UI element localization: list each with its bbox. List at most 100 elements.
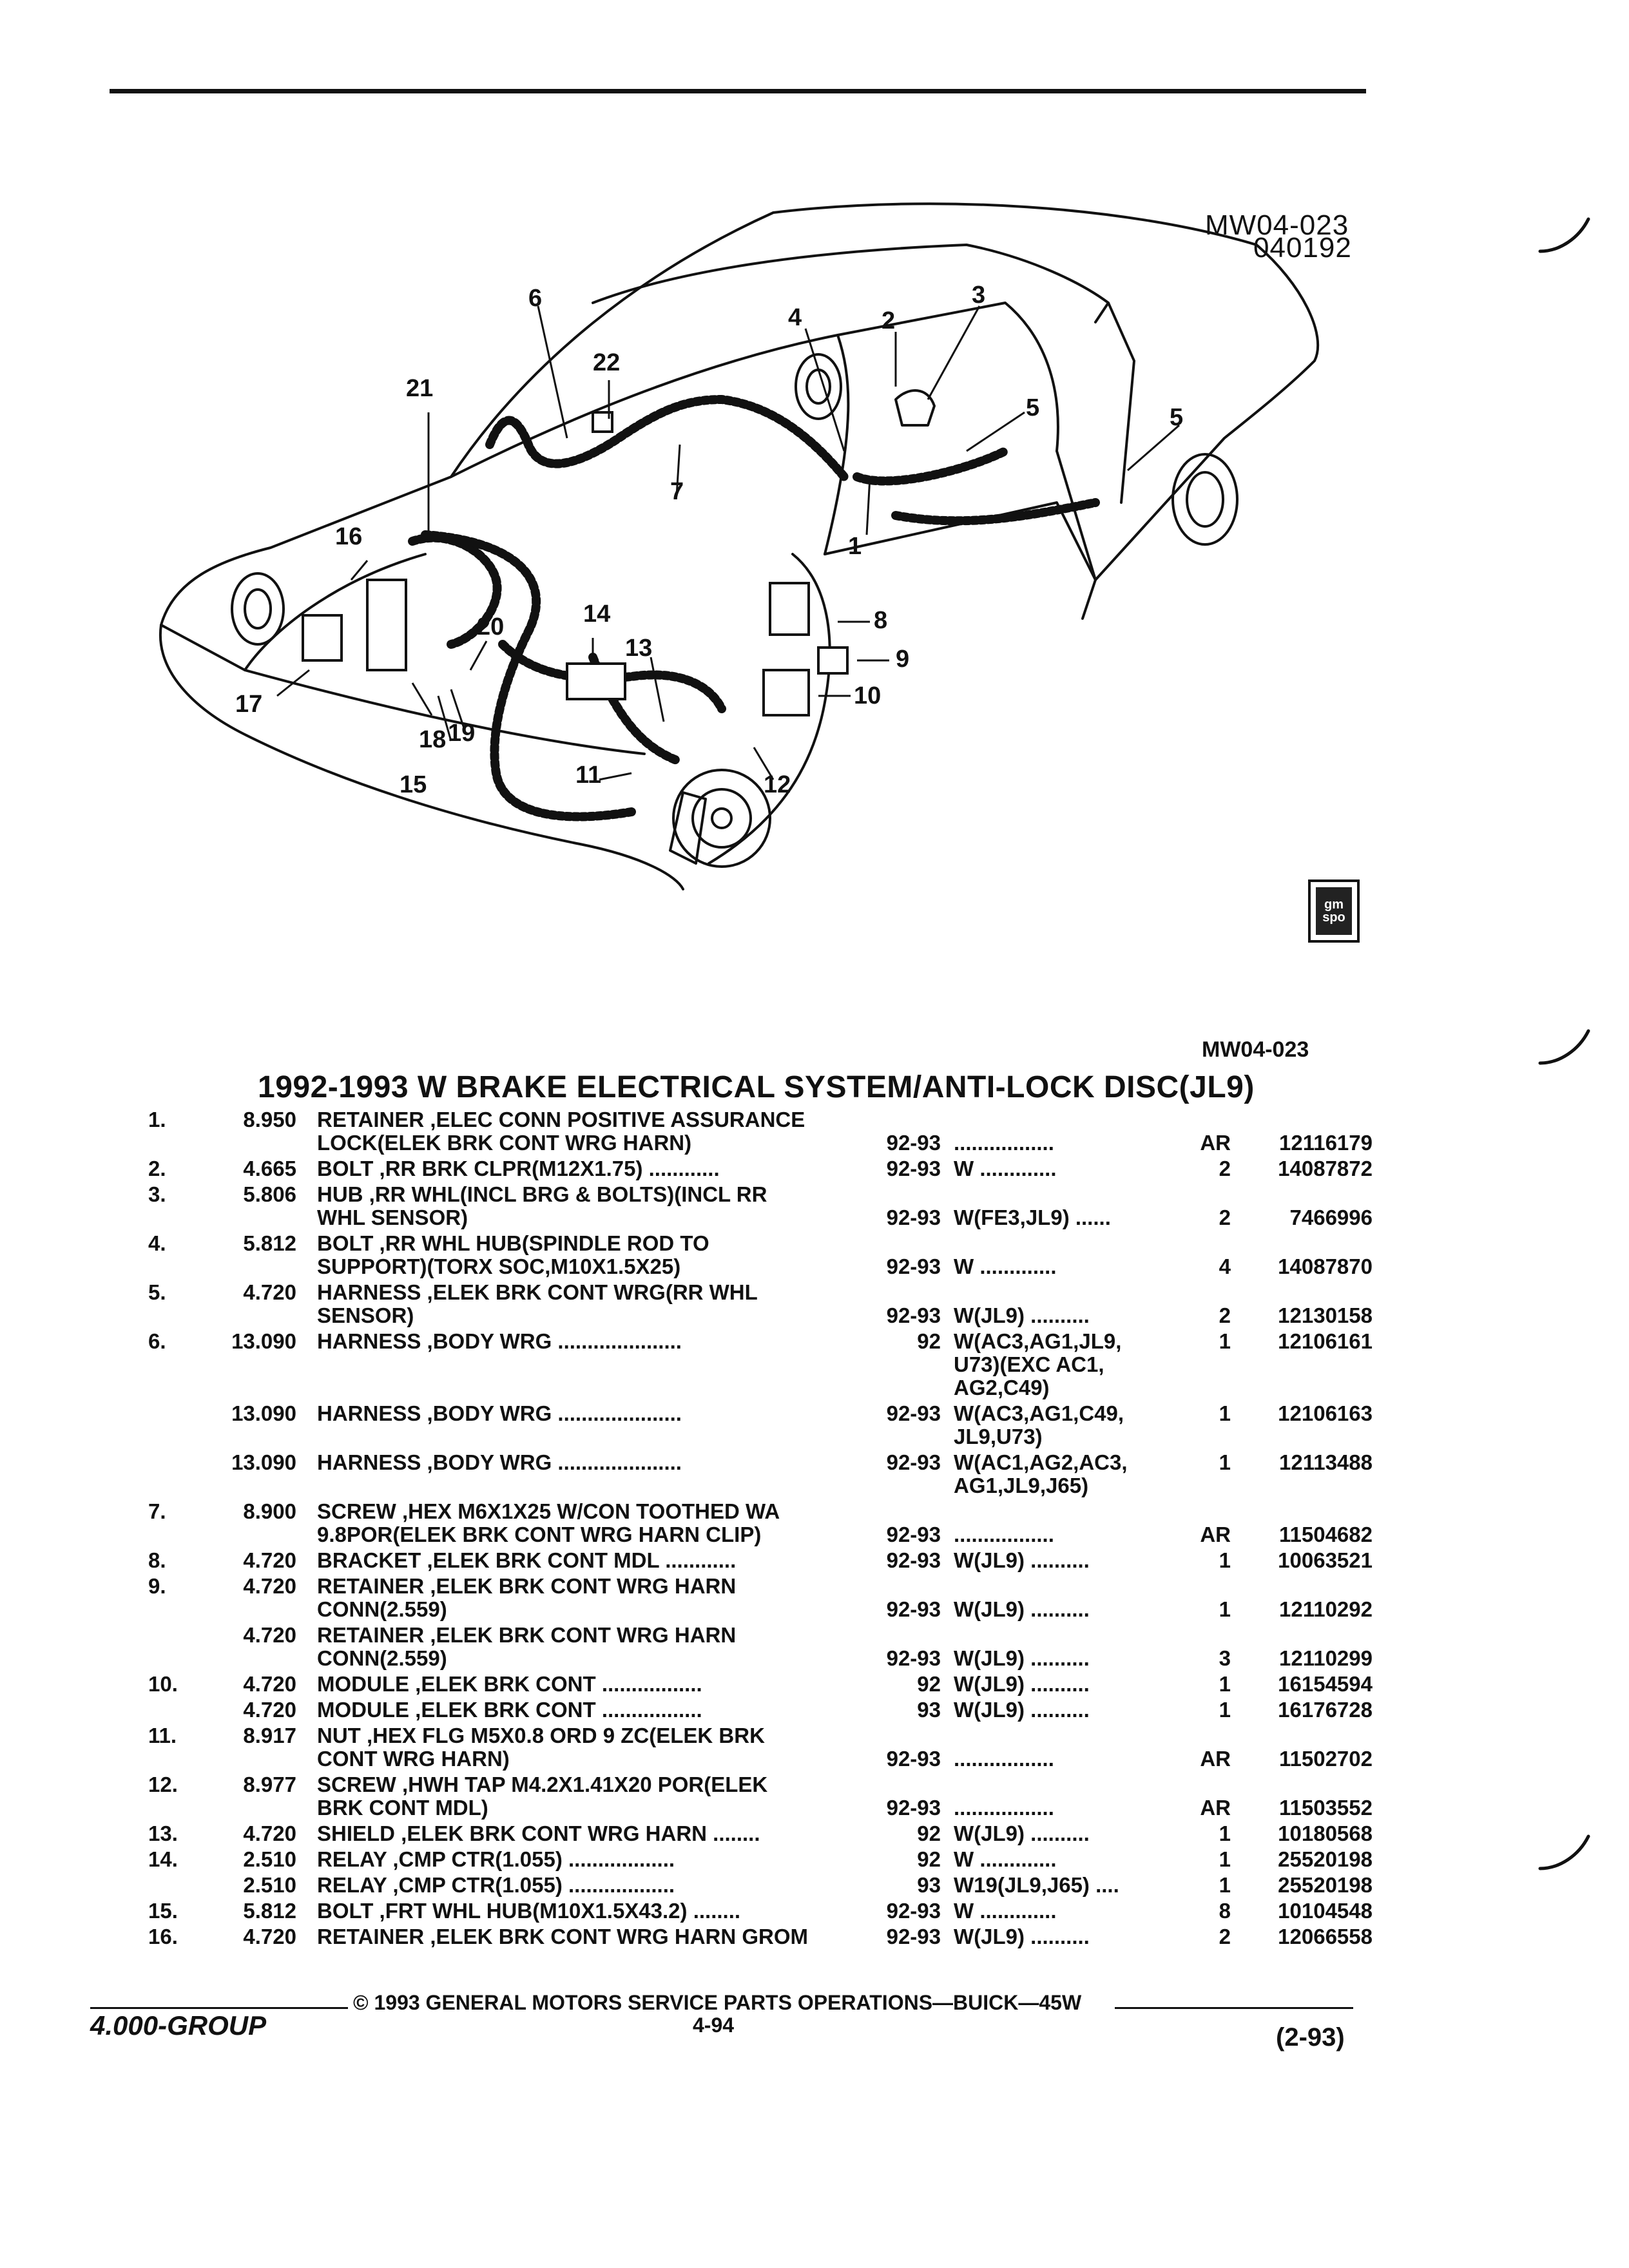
scan-margin-marks bbox=[1538, 217, 1590, 1870]
description-line: SENSOR) bbox=[317, 1303, 414, 1327]
item-number: 13. bbox=[148, 1821, 178, 1845]
callout-10: 10 bbox=[854, 682, 881, 709]
quantity: 8 bbox=[1219, 1899, 1231, 1923]
callout-2: 2 bbox=[882, 307, 895, 334]
group-number: 5.806 bbox=[243, 1182, 296, 1206]
description-line: RETAINER ,ELEK BRK CONT WRG HARN GROM bbox=[317, 1925, 809, 1948]
description-line: CONN(2.559) bbox=[317, 1646, 447, 1670]
part-number: 14087870 bbox=[1278, 1254, 1373, 1278]
description-line: RELAY ,CMP CTR(1.055) .................. bbox=[317, 1847, 675, 1871]
quantity: 1 bbox=[1219, 1821, 1231, 1845]
callout-17: 17 bbox=[235, 691, 262, 718]
part-number: 12106163 bbox=[1278, 1401, 1373, 1425]
part-number: 16176728 bbox=[1278, 1698, 1373, 1722]
description: MODULE ,ELEK BRK CONT ................. bbox=[317, 1673, 987, 1696]
year-range: 92-93 bbox=[886, 1401, 941, 1425]
quantity: 2 bbox=[1219, 1206, 1231, 1229]
quantity: 2 bbox=[1219, 1303, 1231, 1327]
series-usage: ................. bbox=[954, 1523, 1054, 1546]
callout-8: 8 bbox=[874, 607, 887, 634]
group-number: 2.510 bbox=[243, 1873, 296, 1897]
description: BRACKET ,ELEK BRK CONT MDL ............ bbox=[317, 1549, 987, 1572]
group-number: 13.090 bbox=[231, 1329, 296, 1353]
callout-16: 16 bbox=[335, 523, 362, 550]
series-usage: W(JL9) .......... bbox=[954, 1698, 1090, 1722]
item-number: 4. bbox=[148, 1231, 166, 1255]
series-usage: W(JL9) .......... bbox=[954, 1646, 1090, 1670]
series-usage: W(JL9) .......... bbox=[954, 1672, 1090, 1696]
footer-copyright: © 1993 GENERAL MOTORS SERVICE PARTS OPER… bbox=[353, 1991, 1082, 2014]
part-number: 16154594 bbox=[1278, 1672, 1373, 1696]
series-usage: W(JL9) .......... bbox=[954, 1597, 1090, 1621]
quantity: AR bbox=[1200, 1523, 1231, 1546]
gm-spo-logo: gm spo bbox=[1308, 879, 1360, 943]
footer-group: 4.000-GROUP bbox=[90, 2010, 267, 2041]
year-range: 92-93 bbox=[886, 1548, 941, 1572]
description: RELAY ,CMP CTR(1.055) .................. bbox=[317, 1848, 987, 1871]
series-usage: W(JL9) .......... bbox=[954, 1548, 1090, 1572]
part-number: 7466996 bbox=[1289, 1206, 1373, 1229]
callout-20: 20 bbox=[477, 613, 504, 640]
description-line: LOCK(ELEK BRK CONT WRG HARN) bbox=[317, 1131, 692, 1155]
footer-rule-right bbox=[1115, 2007, 1353, 2009]
description: HARNESS ,BODY WRG ..................... bbox=[317, 1402, 987, 1448]
quantity: 1 bbox=[1219, 1698, 1231, 1722]
group-number: 4.720 bbox=[243, 1925, 296, 1948]
series-usage: W(AC3,AG1,C49, JL9,U73) bbox=[954, 1401, 1124, 1448]
callout-11: 11 bbox=[575, 762, 601, 789]
series-usage: W(FE3,JL9) ...... bbox=[954, 1206, 1111, 1229]
year-range: 92-93 bbox=[886, 1925, 941, 1948]
description-line: RETAINER ,ELEK BRK CONT WRG HARN bbox=[317, 1623, 737, 1647]
part-number: 12116179 bbox=[1278, 1131, 1373, 1155]
group-number: 8.900 bbox=[243, 1499, 296, 1523]
quantity: 1 bbox=[1219, 1450, 1231, 1474]
year-range: 92-93 bbox=[886, 1254, 941, 1278]
description-line: HARNESS ,BODY WRG ..................... bbox=[317, 1450, 682, 1474]
callout-19: 19 bbox=[448, 720, 475, 747]
group-number: 2.510 bbox=[243, 1847, 296, 1871]
item-number: 7. bbox=[148, 1499, 166, 1523]
year-range: 92-93 bbox=[886, 1303, 941, 1327]
part-number: 12110292 bbox=[1278, 1597, 1373, 1621]
group-number: 4.720 bbox=[243, 1821, 296, 1845]
series-usage: W(JL9) .......... bbox=[954, 1925, 1090, 1948]
year-range: 92-93 bbox=[886, 1206, 941, 1229]
footer-date: (2-93) bbox=[1276, 2023, 1345, 2052]
quantity: 1 bbox=[1219, 1548, 1231, 1572]
series-usage: ................. bbox=[954, 1131, 1054, 1155]
description-line: BRK CONT MDL) bbox=[317, 1796, 488, 1820]
description-line: SCREW ,HWH TAP M4.2X1.41X20 POR(ELEK bbox=[317, 1773, 768, 1796]
group-number: 5.812 bbox=[243, 1231, 296, 1255]
year-range: 92 bbox=[917, 1821, 941, 1845]
callout-13: 13 bbox=[625, 635, 652, 662]
year-range: 93 bbox=[917, 1873, 941, 1897]
description-line: BOLT ,RR WHL HUB(SPINDLE ROD TO bbox=[317, 1231, 709, 1255]
year-range: 92-93 bbox=[886, 1796, 941, 1820]
year-range: 92-93 bbox=[886, 1747, 941, 1771]
item-number: 8. bbox=[148, 1548, 166, 1572]
series-usage: ................. bbox=[954, 1747, 1054, 1771]
top-rule bbox=[110, 89, 1366, 93]
series-usage: W ............. bbox=[954, 1899, 1057, 1923]
description: HARNESS ,BODY WRG ..................... bbox=[317, 1451, 987, 1497]
callout-12: 12 bbox=[764, 771, 791, 798]
series-usage: W ............. bbox=[954, 1847, 1057, 1871]
quantity: 2 bbox=[1219, 1925, 1231, 1948]
description-line: CONT WRG HARN) bbox=[317, 1747, 510, 1771]
part-number: 12130158 bbox=[1278, 1303, 1373, 1327]
callout-4: 4 bbox=[788, 304, 802, 331]
part-number: 10180568 bbox=[1278, 1821, 1373, 1845]
part-number: 11504682 bbox=[1278, 1523, 1373, 1546]
description-line: HARNESS ,BODY WRG ..................... bbox=[317, 1329, 682, 1353]
